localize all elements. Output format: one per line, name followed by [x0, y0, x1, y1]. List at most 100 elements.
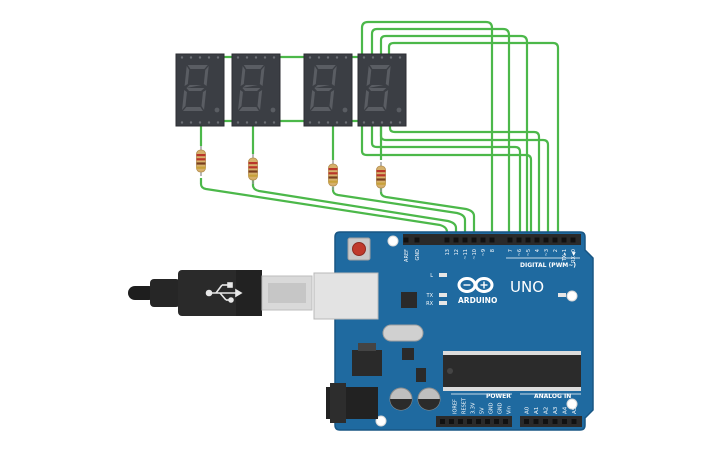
digital-pin[interactable] — [471, 237, 477, 243]
digital-pin[interactable] — [516, 237, 522, 243]
resistor[interactable] — [328, 160, 338, 190]
power-pin[interactable] — [485, 419, 490, 424]
analog-header — [520, 416, 582, 427]
digital-pin[interactable] — [552, 237, 558, 243]
digital-pin[interactable] — [444, 237, 450, 243]
digital-pin-label: AREF — [404, 249, 410, 262]
led-rx — [439, 301, 447, 305]
led-on-label: ON — [569, 293, 577, 299]
digital-pin-label: 13 — [445, 249, 451, 255]
digital-pin[interactable] — [561, 237, 567, 243]
power-pin[interactable] — [494, 419, 499, 424]
digital-pin[interactable] — [507, 237, 513, 243]
mounting-hole — [566, 290, 578, 302]
digital-pin[interactable] — [489, 237, 495, 243]
atmega328-chip — [443, 351, 581, 391]
wires — [196, 20, 560, 242]
resistor[interactable] — [248, 154, 258, 184]
power-pin[interactable] — [503, 419, 508, 424]
mounting-hole — [375, 415, 387, 427]
digital-pin-label: RX◀0 — [571, 249, 577, 263]
seven-segment-display[interactable] — [231, 53, 281, 127]
seven-segment-display[interactable] — [175, 53, 225, 127]
digital-pin-label: ~9 — [481, 249, 487, 256]
digital-pin[interactable] — [453, 237, 459, 243]
wire[interactable] — [331, 187, 467, 242]
usb-strain-relief — [150, 279, 180, 307]
analog-pin[interactable] — [552, 419, 558, 424]
led-on — [558, 293, 566, 297]
power-pin-label: 5V — [479, 407, 485, 414]
power-pin[interactable] — [458, 419, 463, 424]
resistor[interactable] — [196, 146, 206, 176]
wire[interactable] — [370, 121, 522, 242]
analog-pin-label: A3 — [553, 406, 559, 414]
decimal-point — [214, 107, 220, 113]
digital-pin[interactable] — [480, 237, 486, 243]
digital-pin[interactable] — [525, 237, 531, 243]
digital-pin[interactable] — [462, 237, 468, 243]
digital-pin-label: 4 — [535, 249, 541, 252]
voltage-regulator — [352, 350, 382, 376]
arduino-uno-board[interactable]: L TX RX ON ARDUINO UNO DIGITAL (PWM~) PO… — [313, 231, 594, 431]
seven-segment-display[interactable] — [303, 53, 353, 127]
digital-pin-label: 7 — [508, 249, 514, 252]
digital-pin-label: 8 — [490, 249, 496, 252]
wire[interactable] — [387, 41, 560, 242]
led-l — [439, 273, 447, 277]
power-pin[interactable] — [467, 419, 472, 424]
digital-pin[interactable] — [534, 237, 540, 243]
digital-pin-label: ~6 — [517, 249, 523, 256]
power-pin[interactable] — [449, 419, 454, 424]
board-brand: ARDUINO — [458, 296, 497, 305]
analog-pin[interactable] — [562, 419, 567, 424]
wire[interactable] — [360, 20, 494, 242]
digital-pin-label: ~5 — [526, 249, 532, 256]
analog-pin-label: A0 — [524, 406, 530, 414]
usb-cable[interactable] — [128, 270, 313, 316]
digital-pin[interactable] — [403, 237, 409, 243]
power-pin[interactable] — [476, 419, 481, 424]
power-pin-label: GND — [488, 402, 494, 414]
digital-pin[interactable] — [570, 237, 576, 243]
power-pin[interactable] — [440, 419, 445, 424]
analog-pin-label: A5 — [572, 406, 578, 414]
analog-pin[interactable] — [543, 419, 548, 424]
digital-pin[interactable] — [543, 237, 549, 243]
capacitor — [389, 387, 413, 411]
wire[interactable] — [388, 121, 541, 242]
usb-controller-chip — [401, 292, 417, 308]
wire[interactable] — [379, 187, 476, 242]
power-pin-label: Vin — [506, 406, 512, 414]
usb-b-jack — [313, 272, 379, 320]
decimal-point — [396, 107, 402, 113]
wire[interactable] — [379, 34, 529, 242]
reset-button[interactable] — [347, 237, 371, 261]
wire[interactable] — [370, 27, 511, 242]
analog-pin[interactable] — [533, 419, 539, 424]
led-tx — [439, 293, 447, 297]
mounting-hole — [387, 235, 399, 247]
wire[interactable] — [251, 180, 458, 242]
digital-pin[interactable] — [414, 237, 420, 243]
power-pin-label: RESET — [461, 397, 467, 414]
analog-pin[interactable] — [524, 419, 529, 424]
power-pin-label: 3.3V — [470, 402, 476, 414]
analog-pin[interactable] — [571, 419, 577, 424]
seven-segment-display[interactable] — [357, 53, 407, 127]
power-header — [436, 416, 512, 427]
board-model: UNO — [510, 278, 544, 296]
digital-header-label: DIGITAL (PWM~) — [520, 262, 576, 269]
analog-pin-label: A2 — [543, 407, 549, 414]
wire[interactable] — [199, 178, 449, 242]
digital-pin-label: ~3 — [544, 249, 550, 256]
digital-pin-label: GND — [415, 249, 421, 261]
digital-pin-label: 12 — [454, 249, 460, 255]
wire[interactable] — [360, 121, 533, 242]
led-tx-label: TX — [426, 293, 434, 299]
resistor[interactable] — [376, 162, 386, 192]
digital-pin-label: TX▸1 — [562, 249, 568, 262]
